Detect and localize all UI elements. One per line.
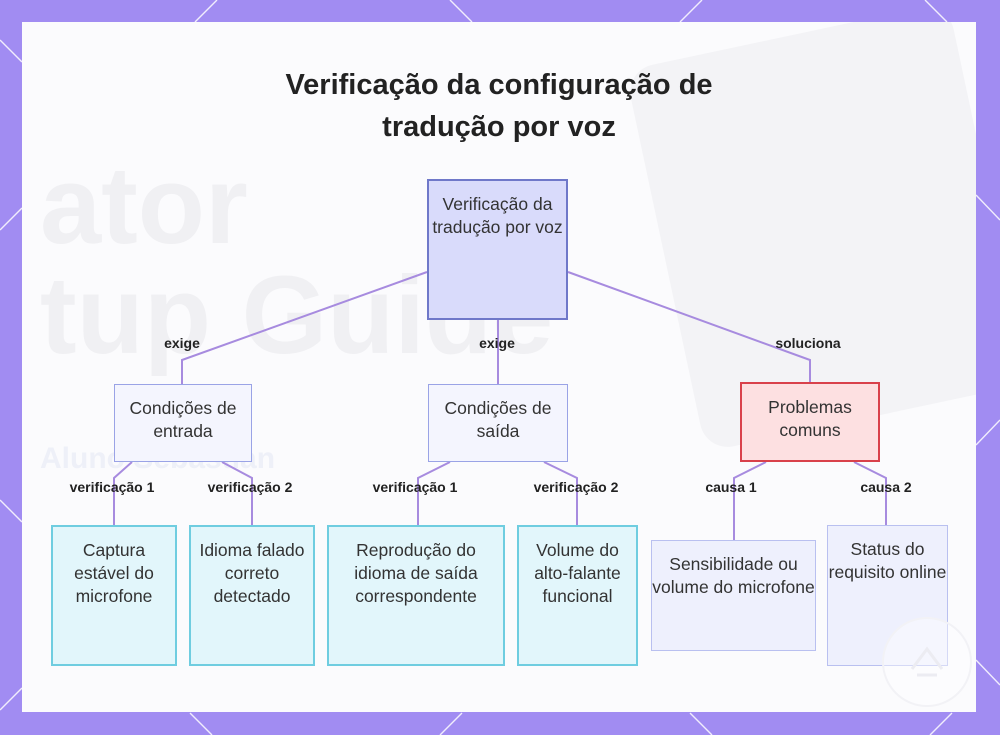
node-idioma-falado-label: Idioma falado correto detectado: [199, 540, 305, 606]
node-condicoes-entrada-label: Condições de entrada: [129, 398, 237, 441]
node-condicoes-saida-label: Condições de saída: [444, 398, 552, 441]
edge-label-verificacao-2-entrada: verificação 2: [207, 479, 293, 495]
edge-saida-reproducao: [417, 461, 451, 525]
node-status-online-label: Status do requisito online: [828, 539, 947, 582]
connector-lines: [113, 271, 887, 540]
node-condicoes-saida: Condições de saída: [428, 384, 568, 462]
node-captura-microfone: Captura estável do microfone: [51, 525, 177, 666]
edge-label-causa-1: causa 1: [705, 479, 757, 495]
edge-label-verificacao-2-saida: verificação 2: [533, 479, 619, 495]
edge-label-exige-2: exige: [479, 335, 515, 351]
diagram-card: ator tup Guide Aluno Sebastian Verificaç…: [22, 22, 976, 712]
node-volume-alto-falante-label: Volume do alto-falante funcional: [534, 540, 621, 606]
edge-label-verificacao-1-saida: verificação 1: [372, 479, 458, 495]
watermark-logo-icon: [882, 617, 972, 707]
edge-entrada-idioma: [221, 461, 253, 525]
title-line-1: Verificação da configuração de: [285, 69, 713, 101]
node-reproducao-idioma: Reprodução do idioma de saída correspond…: [327, 525, 505, 666]
edge-label-soluciona: soluciona: [775, 335, 841, 351]
node-volume-alto-falante: Volume do alto-falante funcional: [517, 525, 638, 666]
background-ghost-text-1: ator: [40, 144, 248, 267]
diagram-title: Verificação da configuração de tradução …: [22, 64, 976, 148]
node-problemas-comuns: Problemas comuns: [740, 382, 880, 462]
node-captura-microfone-label: Captura estável do microfone: [74, 540, 154, 606]
node-reproducao-idioma-label: Reprodução do idioma de saída correspond…: [354, 540, 478, 606]
node-idioma-falado: Idioma falado correto detectado: [189, 525, 315, 666]
edge-problemas-status: [853, 461, 887, 525]
node-problemas-comuns-label: Problemas comuns: [768, 397, 852, 440]
title-line-2: tradução por voz: [382, 111, 616, 143]
edge-label-causa-2: causa 2: [860, 479, 912, 495]
edge-root-entrada: [181, 271, 428, 384]
node-root: Verificação da tradução por voz: [427, 179, 568, 320]
node-sensibilidade-microfone: Sensibilidade ou volume do microfone: [651, 540, 816, 651]
edge-problemas-sensibilidade: [733, 461, 767, 540]
edge-saida-volume: [543, 461, 578, 525]
edge-label-verificacao-1-entrada: verificação 1: [69, 479, 155, 495]
node-sensibilidade-microfone-label: Sensibilidade ou volume do microfone: [652, 554, 815, 597]
node-root-label: Verificação da tradução por voz: [432, 194, 563, 237]
edge-root-problemas: [567, 271, 811, 384]
edge-entrada-captura: [113, 461, 133, 525]
node-condicoes-entrada: Condições de entrada: [114, 384, 252, 462]
edge-label-exige-1: exige: [164, 335, 200, 351]
